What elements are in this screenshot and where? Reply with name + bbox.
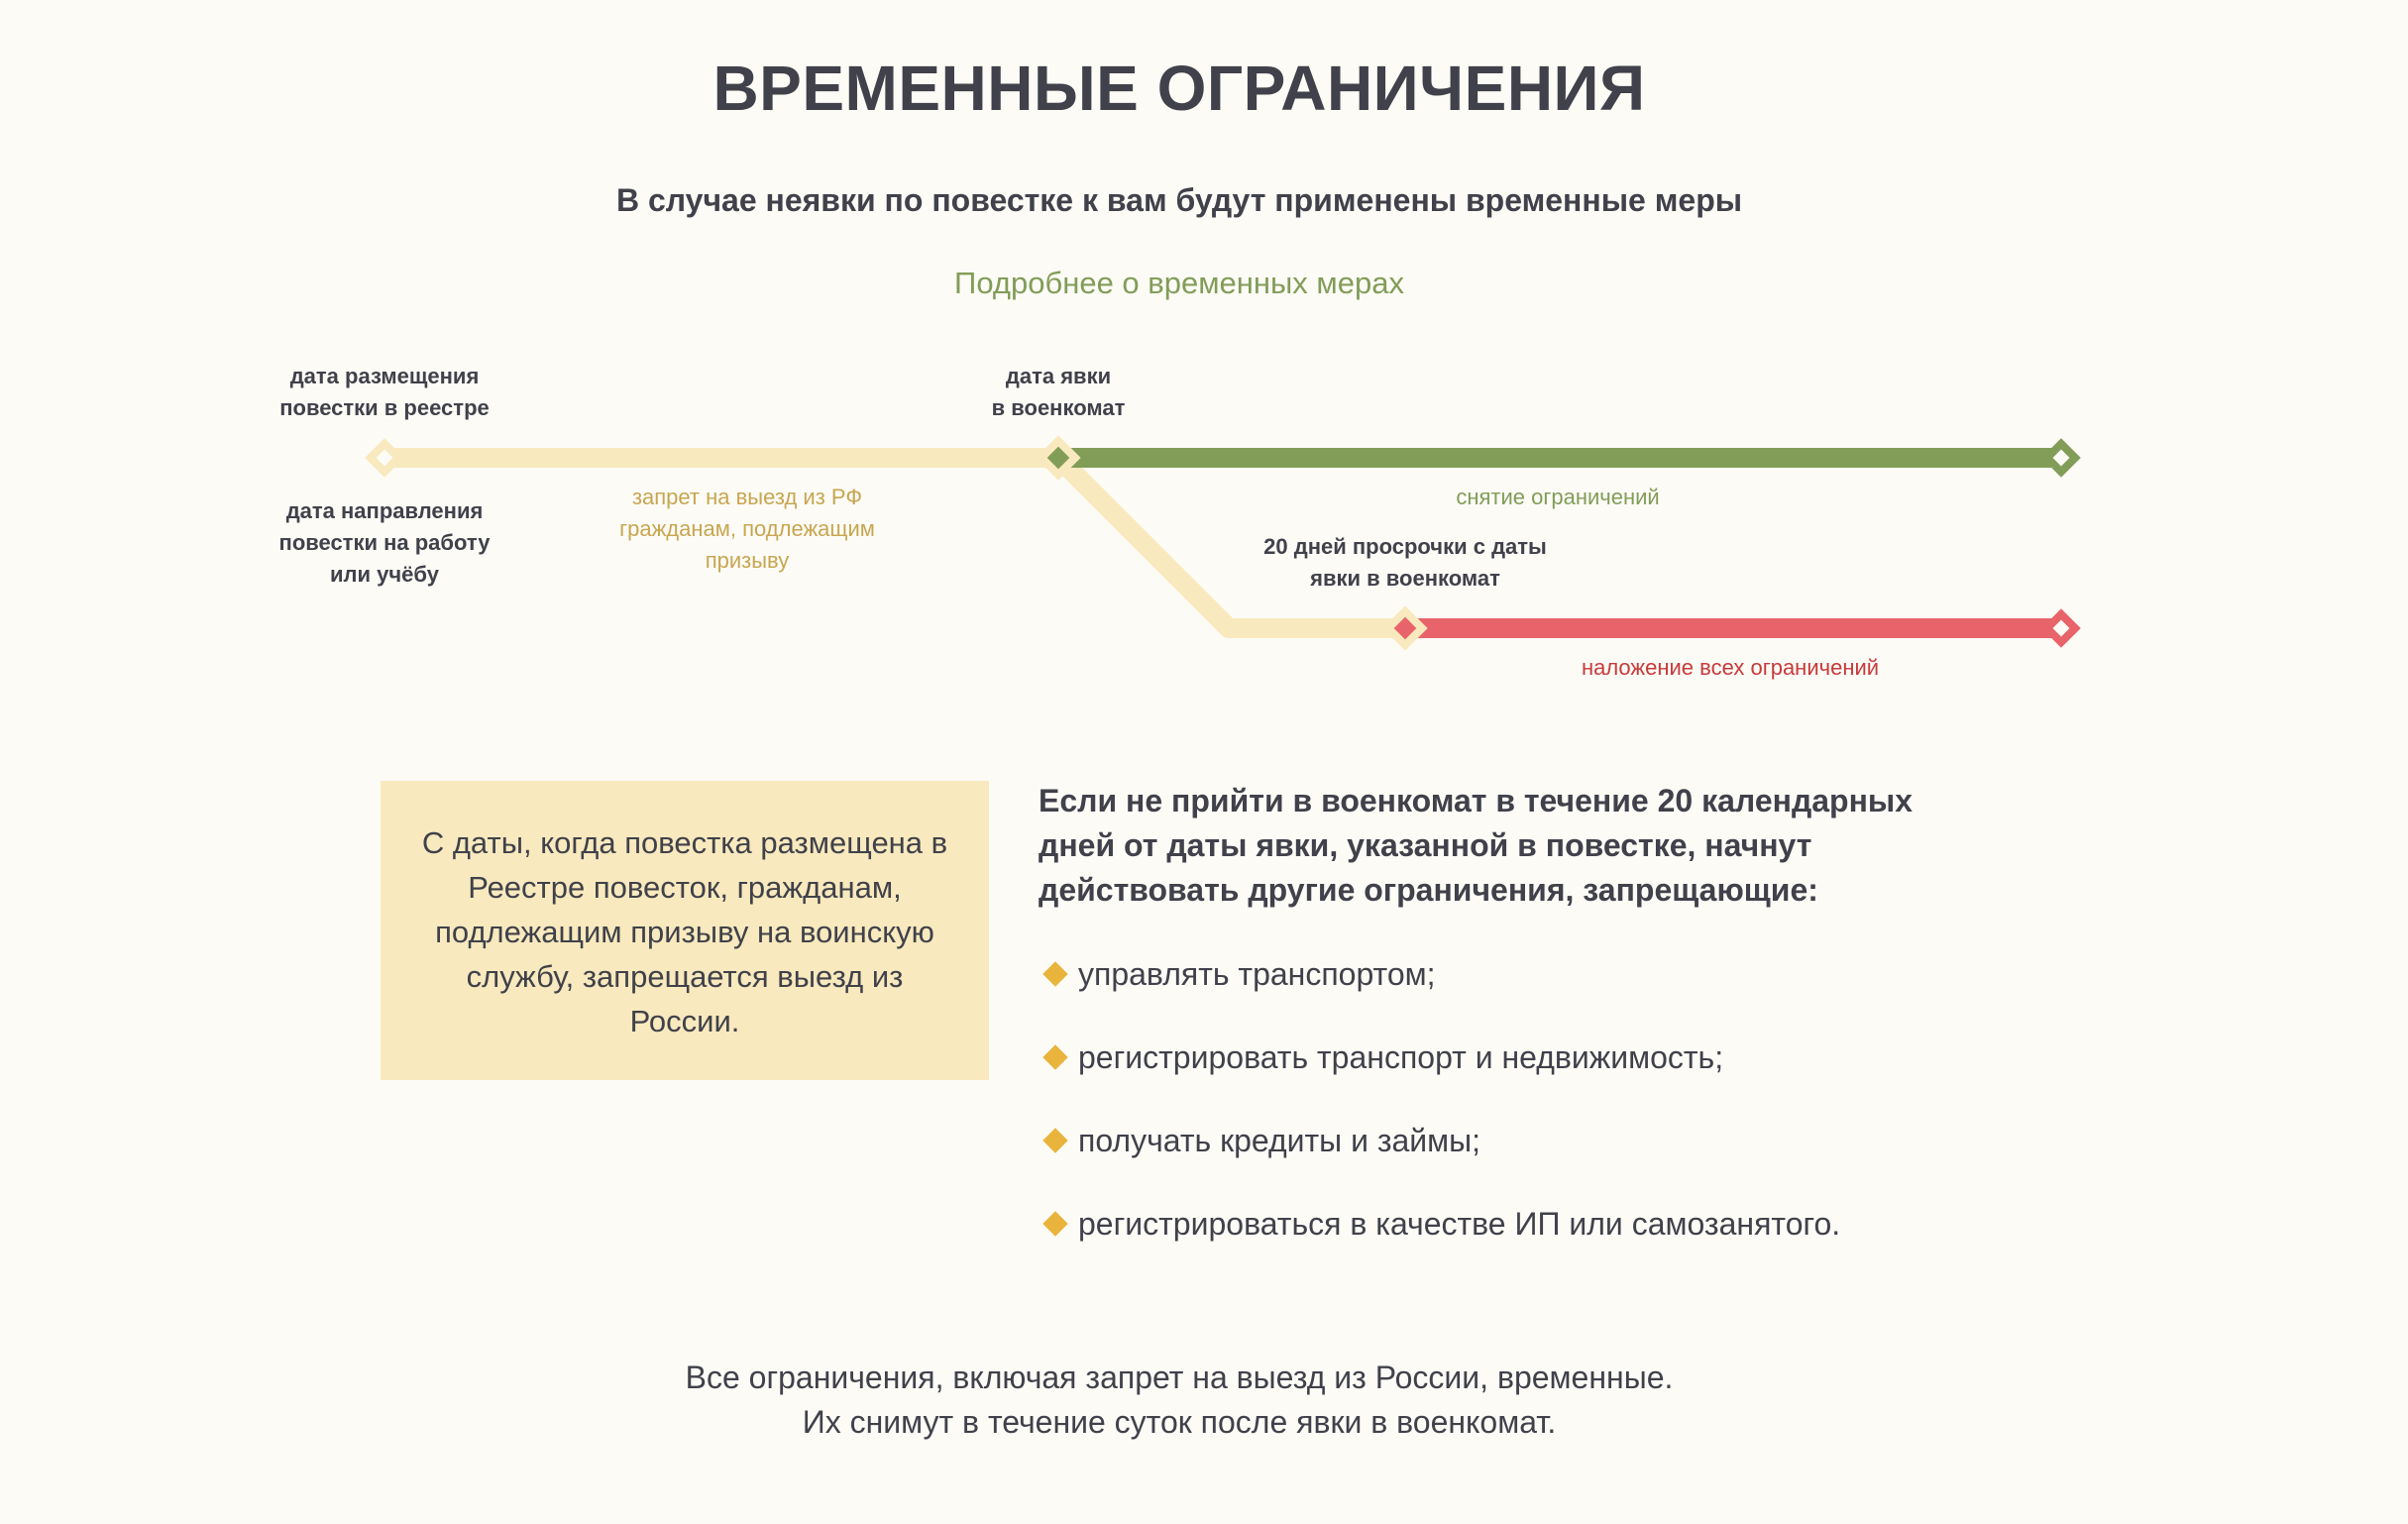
appearance-diamond-marker: [1036, 435, 1081, 481]
restrictions-end-diamond-marker: [2041, 608, 2081, 648]
restriction-text: управлять транспортом;: [1078, 956, 1436, 992]
diamond-bullet-icon: [1042, 961, 1068, 987]
restriction-text: регистрироваться в качестве ИП или самоз…: [1078, 1206, 1841, 1242]
restriction-text: получать кредиты и займы;: [1078, 1123, 1481, 1158]
more-info-link[interactable]: Подробнее о временных мерах: [954, 266, 1404, 300]
start-diamond-marker: [365, 438, 404, 478]
list-item: регистрироваться в качестве ИП или самоз…: [1042, 1199, 1840, 1282]
list-item: регистрировать транспорт и недвижимость;: [1042, 1033, 1840, 1116]
registry-date-label: дата размещения повестки в реестре: [279, 364, 490, 420]
page-title: ВРЕМЕННЫЕ ОГРАНИЧЕНИЯ: [712, 53, 1646, 124]
exit-ban-info-box: С даты, когда повестка размещена в Реест…: [381, 781, 989, 1080]
diamond-bullet-icon: [1042, 1128, 1068, 1153]
lifting-end-diamond-marker: [2041, 438, 2081, 478]
footer-line-1: Все ограничения, включая запрет на выезд…: [685, 1360, 1674, 1395]
list-item: управлять транспортом;: [1042, 949, 1840, 1033]
restrictions-list: управлять транспортом; регистрировать тр…: [1042, 949, 1840, 1282]
overdue-branch-line: [1050, 450, 1405, 638]
all-restrictions-label: наложение всех ограничений: [1581, 655, 1880, 680]
restriction-text: регистрировать транспорт и недвижимость;: [1078, 1039, 1724, 1075]
restrictions-timeline: дата размещения повестки в реестре дата …: [0, 0, 2408, 713]
overdue-diamond-marker: [1382, 605, 1428, 651]
exit-ban-label: запрет на выезд из РФ гражданам, подлежа…: [619, 485, 875, 573]
footer-line-2: Их снимут в течение суток после явки в в…: [802, 1404, 1557, 1440]
lifting-label: снятие ограничений: [1456, 485, 1660, 509]
list-item: получать кредиты и займы;: [1042, 1116, 1840, 1199]
overdue-label: 20 дней просрочки с даты явки в военкома…: [1263, 534, 1547, 591]
restrictions-heading: Если не прийти в военкомат в течение 20 …: [1039, 783, 1914, 908]
diamond-bullet-icon: [1042, 1044, 1068, 1070]
timeline-graphic: [365, 435, 2081, 651]
sent-date-label: дата направления повестки на работу или …: [278, 498, 491, 587]
diamond-bullet-icon: [1042, 1211, 1068, 1237]
page-subtitle: В случае неявки по повестке к вам будут …: [615, 182, 1743, 218]
footer-note: Все ограничения, включая запрет на выезд…: [0, 1356, 2358, 1445]
exit-ban-info-text: С даты, когда повестка размещена в Реест…: [421, 825, 948, 1038]
appearance-date-label: дата явки в военкомат: [991, 364, 1126, 420]
